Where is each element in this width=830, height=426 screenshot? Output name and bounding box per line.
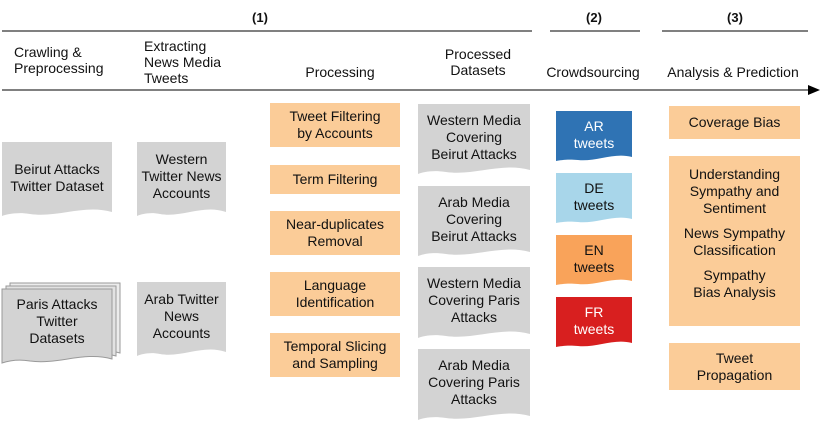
header-crawling: Crawling & Preprocessing bbox=[14, 44, 104, 76]
tweet-shape-de bbox=[556, 173, 632, 223]
header-processing: Processing bbox=[305, 64, 375, 80]
tweet-label-ar: AR tweets bbox=[573, 118, 615, 151]
analysis-understanding-sympathy: Understanding Sympathy and Sentiment bbox=[688, 166, 781, 216]
analysis-coverage-bias: Coverage Bias bbox=[669, 106, 800, 139]
beirut-dataset-shape bbox=[2, 142, 112, 216]
processed-dataset-shape-1 bbox=[418, 104, 530, 174]
tweet-label-fr: FR tweets bbox=[573, 304, 615, 337]
tweet-shape-fr bbox=[556, 297, 632, 347]
beirut-dataset-label: Beirut Attacks Twitter Dataset bbox=[10, 161, 104, 194]
analysis-news-sympathy-classification: News Sympathy Classification bbox=[683, 225, 786, 258]
header-extracting: Extracting News Media Tweets bbox=[144, 38, 222, 86]
arab-accounts-label: Arab Twitter News Accounts bbox=[144, 290, 219, 341]
phase-2-label: (2) bbox=[586, 10, 602, 25]
header-processed-datasets: Processed Datasets bbox=[444, 46, 512, 78]
step-tweet-filtering: Tweet Filtering by Accounts bbox=[270, 103, 400, 147]
step-near-duplicates: Near-duplicates Removal bbox=[270, 211, 400, 255]
processed-dataset-1: Western Media Covering Beirut Attacks bbox=[427, 111, 521, 162]
tweet-shape-en bbox=[556, 235, 632, 285]
arab-accounts-shape bbox=[137, 282, 226, 356]
tweet-shape-ar bbox=[556, 111, 632, 161]
step-language-identification: Language Identification bbox=[270, 272, 400, 316]
timeline-arrow-head bbox=[808, 85, 820, 95]
tweet-label-de: DE tweets bbox=[573, 180, 615, 213]
analysis-tweet-propagation: Tweet Propagation bbox=[669, 343, 800, 390]
western-accounts-shape bbox=[137, 142, 226, 216]
phase-3-label: (3) bbox=[727, 10, 743, 25]
processed-dataset-shape-4 bbox=[418, 349, 530, 420]
paris-dataset-stack bbox=[1, 282, 121, 364]
header-analysis-prediction: Analysis & Prediction bbox=[667, 64, 799, 80]
western-accounts-label: Western Twitter News Accounts bbox=[141, 150, 222, 201]
paris-dataset-label: Paris Attacks Twitter Datasets bbox=[16, 295, 98, 346]
analysis-sympathy-bias: Sympathy Bias Analysis bbox=[693, 267, 776, 300]
processed-dataset-shape-3 bbox=[418, 267, 530, 338]
processed-dataset-4: Arab Media Covering Paris Attacks bbox=[428, 356, 520, 407]
processed-dataset-2: Arab Media Covering Beirut Attacks bbox=[431, 193, 517, 244]
step-term-filtering: Term Filtering bbox=[270, 165, 400, 194]
analysis-sympathy-group: Understanding Sympathy and Sentiment New… bbox=[669, 156, 800, 326]
tweet-label-en: EN tweets bbox=[573, 242, 615, 275]
step-temporal-slicing: Temporal Slicing and Sampling bbox=[270, 333, 400, 377]
phase-1-label: (1) bbox=[252, 10, 268, 25]
processed-dataset-shape-2 bbox=[418, 186, 530, 256]
header-crowdsourcing: Crowdsourcing bbox=[546, 64, 640, 80]
processed-dataset-3: Western Media Covering Paris Attacks bbox=[427, 274, 521, 325]
